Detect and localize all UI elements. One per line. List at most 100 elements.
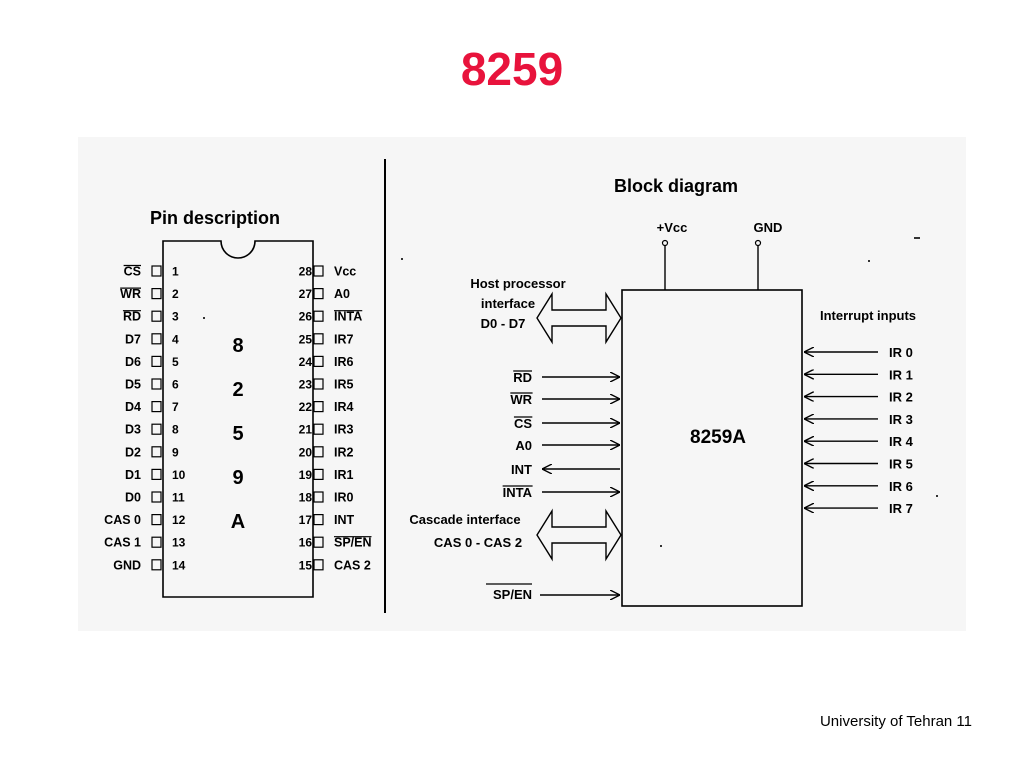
interrupt-label: IR 1 xyxy=(889,367,913,382)
pin-name: IR2 xyxy=(334,445,354,459)
interrupt-inputs: IR 0IR 1IR 2IR 3IR 4IR 5IR 6IR 7 xyxy=(804,345,914,516)
signal-int: INT xyxy=(511,462,620,477)
pin-square xyxy=(313,265,324,277)
pin-square xyxy=(151,491,162,503)
pin-name: IR4 xyxy=(334,400,354,414)
pin-number: 3 xyxy=(172,310,179,324)
pin-left-2: WR 2 xyxy=(120,287,179,301)
pin-right-20: 20 IR2 xyxy=(299,445,354,459)
pin-square xyxy=(313,355,324,367)
pin-number: 15 xyxy=(299,558,313,572)
signal-label: CS xyxy=(514,416,532,431)
gnd-terminal xyxy=(754,239,762,247)
scan-specks xyxy=(203,237,938,547)
pin-square xyxy=(151,423,162,435)
dip-chip-outline xyxy=(162,240,314,598)
pin-name: D5 xyxy=(125,378,141,392)
chip-letter: 2 xyxy=(232,379,243,401)
pin-square xyxy=(151,378,162,390)
pin-number: 20 xyxy=(299,445,313,459)
signal-label: WR xyxy=(510,392,532,407)
pin-square xyxy=(313,333,324,345)
pin-number: 1 xyxy=(172,265,179,279)
host-bus-arrow xyxy=(536,291,622,345)
slide-title: 8259 xyxy=(460,43,564,95)
interrupt-label: IR 4 xyxy=(889,434,914,449)
host-label-1: Host processor xyxy=(470,276,565,291)
pin-number: 18 xyxy=(299,491,313,505)
host-label-2: interface xyxy=(481,296,535,311)
pin-square xyxy=(151,265,162,277)
pin-square xyxy=(313,468,324,480)
pin-square xyxy=(151,559,162,571)
signal-rd: RD xyxy=(513,370,620,385)
pin-name: CAS 1 xyxy=(104,536,141,550)
chip-letters: 8259A xyxy=(231,335,245,533)
pin-name: INT xyxy=(334,513,355,527)
pin-name: IR0 xyxy=(334,491,354,505)
signal-wr: WR xyxy=(510,392,620,407)
signal-label: A0 xyxy=(515,438,532,453)
host-label-3: D0 - D7 xyxy=(481,316,526,331)
pin-name: D6 xyxy=(125,355,141,369)
cascade-label-1: Cascade interface xyxy=(409,512,520,527)
footer-text: University of Tehran 11 xyxy=(819,713,972,730)
pin-square xyxy=(313,446,324,458)
pin-square xyxy=(313,310,324,322)
pin-right-17: 17 INT xyxy=(299,513,355,527)
chip-8259a-box xyxy=(621,289,803,607)
pin-left-1: CS 1 xyxy=(123,265,179,279)
interrupt-label: IR 7 xyxy=(889,501,913,516)
interrupt-label: IR 3 xyxy=(889,412,913,427)
pin-number: 10 xyxy=(172,468,186,482)
pin-number: 4 xyxy=(172,332,179,346)
pin-description-heading: Pin description xyxy=(150,208,280,228)
vcc-terminal xyxy=(661,239,669,247)
pin-name: CAS 2 xyxy=(334,558,371,572)
pin-square xyxy=(151,536,162,548)
pin-square xyxy=(151,468,162,480)
cascade-bus-arrow xyxy=(536,508,622,562)
pin-number: 23 xyxy=(299,378,313,392)
pin-name: D0 xyxy=(125,491,141,505)
interrupt-label: IR 0 xyxy=(889,345,913,360)
pin-number: 9 xyxy=(172,445,179,459)
pin-number: 2 xyxy=(172,287,179,301)
pin-number: 14 xyxy=(172,558,186,572)
pin-name: WR xyxy=(120,287,141,301)
pin-square xyxy=(313,514,324,526)
pin-name: IR1 xyxy=(334,468,354,482)
chip-letter: 8 xyxy=(232,335,243,357)
pin-square xyxy=(313,378,324,390)
pin-left-3: RD 3 xyxy=(122,310,179,324)
pin-square xyxy=(313,491,324,503)
pin-number: 17 xyxy=(299,513,313,527)
sp-en-label: SP/EN xyxy=(493,587,532,602)
pin-name: CS xyxy=(124,265,141,279)
signal-label: INTA xyxy=(503,485,533,500)
pin-square xyxy=(313,423,324,435)
chip-letter: 9 xyxy=(232,467,243,489)
pin-number: 11 xyxy=(172,491,185,505)
pin-name: RD xyxy=(123,310,141,324)
pin-square xyxy=(151,310,162,322)
pin-number: 24 xyxy=(299,355,313,369)
interrupt-7: IR 7 xyxy=(804,501,913,516)
interrupt-5: IR 5 xyxy=(804,457,913,472)
pin-square xyxy=(313,288,324,300)
